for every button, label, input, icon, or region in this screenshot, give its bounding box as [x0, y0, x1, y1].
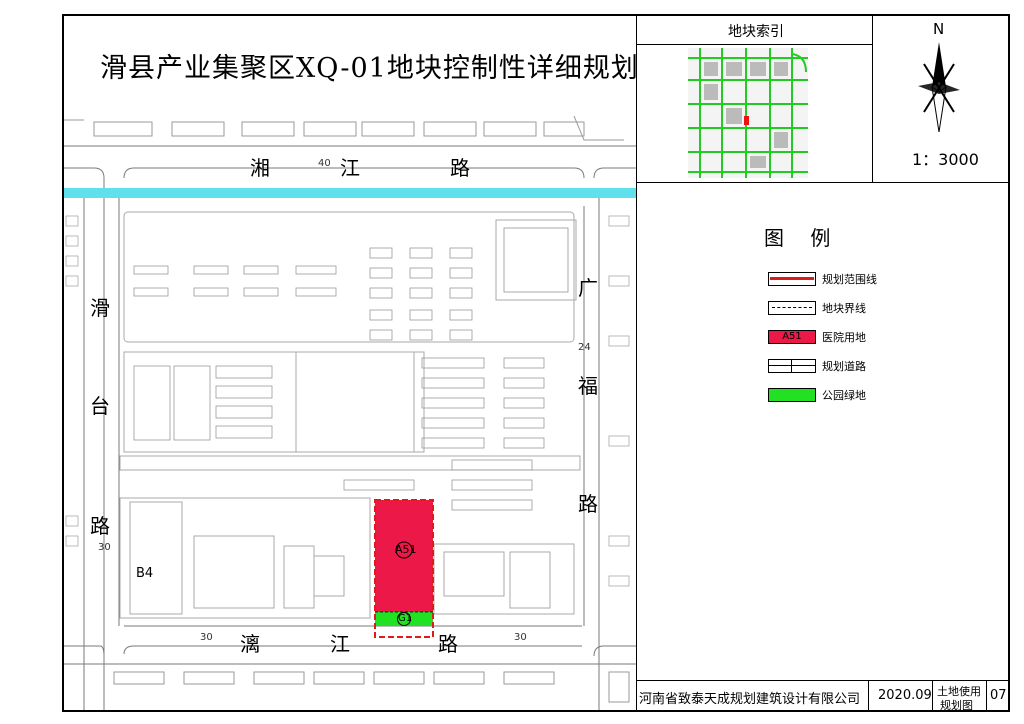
- footer-divider: [636, 680, 1008, 681]
- park-fill-icon: [768, 388, 816, 402]
- legend-item-hospital: A51 医院用地: [768, 328, 968, 348]
- hospital-code-circle: [395, 541, 413, 559]
- block-outlines: [119, 211, 581, 619]
- road-width-bottom-right: 30: [514, 632, 527, 643]
- south-buildings: [113, 671, 630, 703]
- road-label-top-2: 江: [340, 156, 360, 180]
- b4-parcel-label: B4: [136, 566, 154, 581]
- road-label-top-1: 湘: [250, 156, 270, 180]
- index-map: [688, 48, 808, 178]
- road-label-bottom-3: 路: [438, 632, 458, 656]
- drawing-name-line-2: 规划图: [940, 699, 973, 712]
- road-width-top: 40: [318, 158, 331, 169]
- road-label-left-2: 台: [90, 394, 110, 418]
- footer-col-2: [932, 680, 933, 710]
- boundary-line-icon: [768, 272, 816, 286]
- north-letter: N: [933, 20, 945, 38]
- residential-buildings: [133, 247, 545, 511]
- drawing-number: 07: [990, 688, 1007, 703]
- water-channel: [64, 188, 636, 198]
- legend-label-park: 公园绿地: [822, 389, 866, 402]
- plan-title: 滑县产业集聚区XQ-01地块控制性详细规划: [100, 53, 639, 84]
- scale-label: 1：3000: [912, 150, 979, 169]
- park-code-circle: [397, 612, 411, 626]
- planning-boundary: [374, 499, 434, 638]
- road-label-left-3: 路: [90, 514, 110, 538]
- road-label-bottom-1: 漓: [240, 632, 260, 656]
- road-label-right-3: 路: [578, 492, 598, 516]
- road-label-top-3: 路: [450, 156, 470, 180]
- map-canvas: [64, 116, 636, 710]
- hospital-fill-icon: A51: [768, 330, 816, 344]
- legend-title: 图 例: [764, 226, 841, 250]
- road-label-left-1: 滑: [90, 296, 110, 320]
- index-map-site-marker: [744, 116, 749, 125]
- index-map-title: 地块索引: [728, 24, 784, 40]
- drawing-name-line-1: 土地使用: [937, 685, 981, 698]
- road-edges: [64, 145, 636, 710]
- company-name: 河南省致泰天成规划建筑设计有限公司: [639, 692, 861, 707]
- legend-item-road: 规划道路: [768, 357, 968, 377]
- legend-label-parcel-line: 地块界线: [822, 302, 866, 315]
- land-use-map: 湘 江 路 漓 江 路 滑 台 路 广 福 路 40 24 30 30 30 A…: [64, 116, 636, 710]
- west-buildings: [65, 215, 630, 587]
- road-line-icon: [768, 359, 816, 373]
- north-buildings: [64, 116, 624, 141]
- hospital-code-label: A51: [395, 543, 417, 556]
- legend-item-boundary: 规划范围线: [768, 270, 968, 290]
- north-arrow-icon: [918, 42, 960, 132]
- road-label-bottom-2: 江: [330, 632, 350, 656]
- road-width-left: 30: [98, 542, 111, 553]
- legend-label-road: 规划道路: [822, 360, 866, 373]
- index-divider: [636, 44, 872, 45]
- legend-item-parcel-line: 地块界线: [768, 299, 968, 319]
- drawing-frame: [62, 14, 1010, 712]
- road-label-right-1: 广: [578, 276, 598, 300]
- side-panel: [636, 16, 1009, 710]
- footer-col-1: [868, 680, 869, 710]
- road-label-right-2: 福: [578, 374, 598, 398]
- road-width-right: 24: [578, 342, 591, 353]
- legend-label-hospital: 医院用地: [822, 331, 866, 344]
- footer-col-3: [986, 680, 987, 710]
- legend-label-boundary: 规划范围线: [822, 273, 877, 286]
- legend-divider: [636, 182, 1008, 183]
- road-width-bottom-left: 30: [200, 632, 213, 643]
- drawing-date: 2020.09: [878, 688, 932, 703]
- north-divider: [872, 16, 873, 182]
- legend-item-park: 公园绿地: [768, 386, 968, 406]
- park-code-label: G1: [398, 613, 413, 624]
- parcel-line-icon: [768, 301, 816, 315]
- hospital-parcel[interactable]: [375, 500, 433, 612]
- park-parcel[interactable]: [375, 612, 433, 626]
